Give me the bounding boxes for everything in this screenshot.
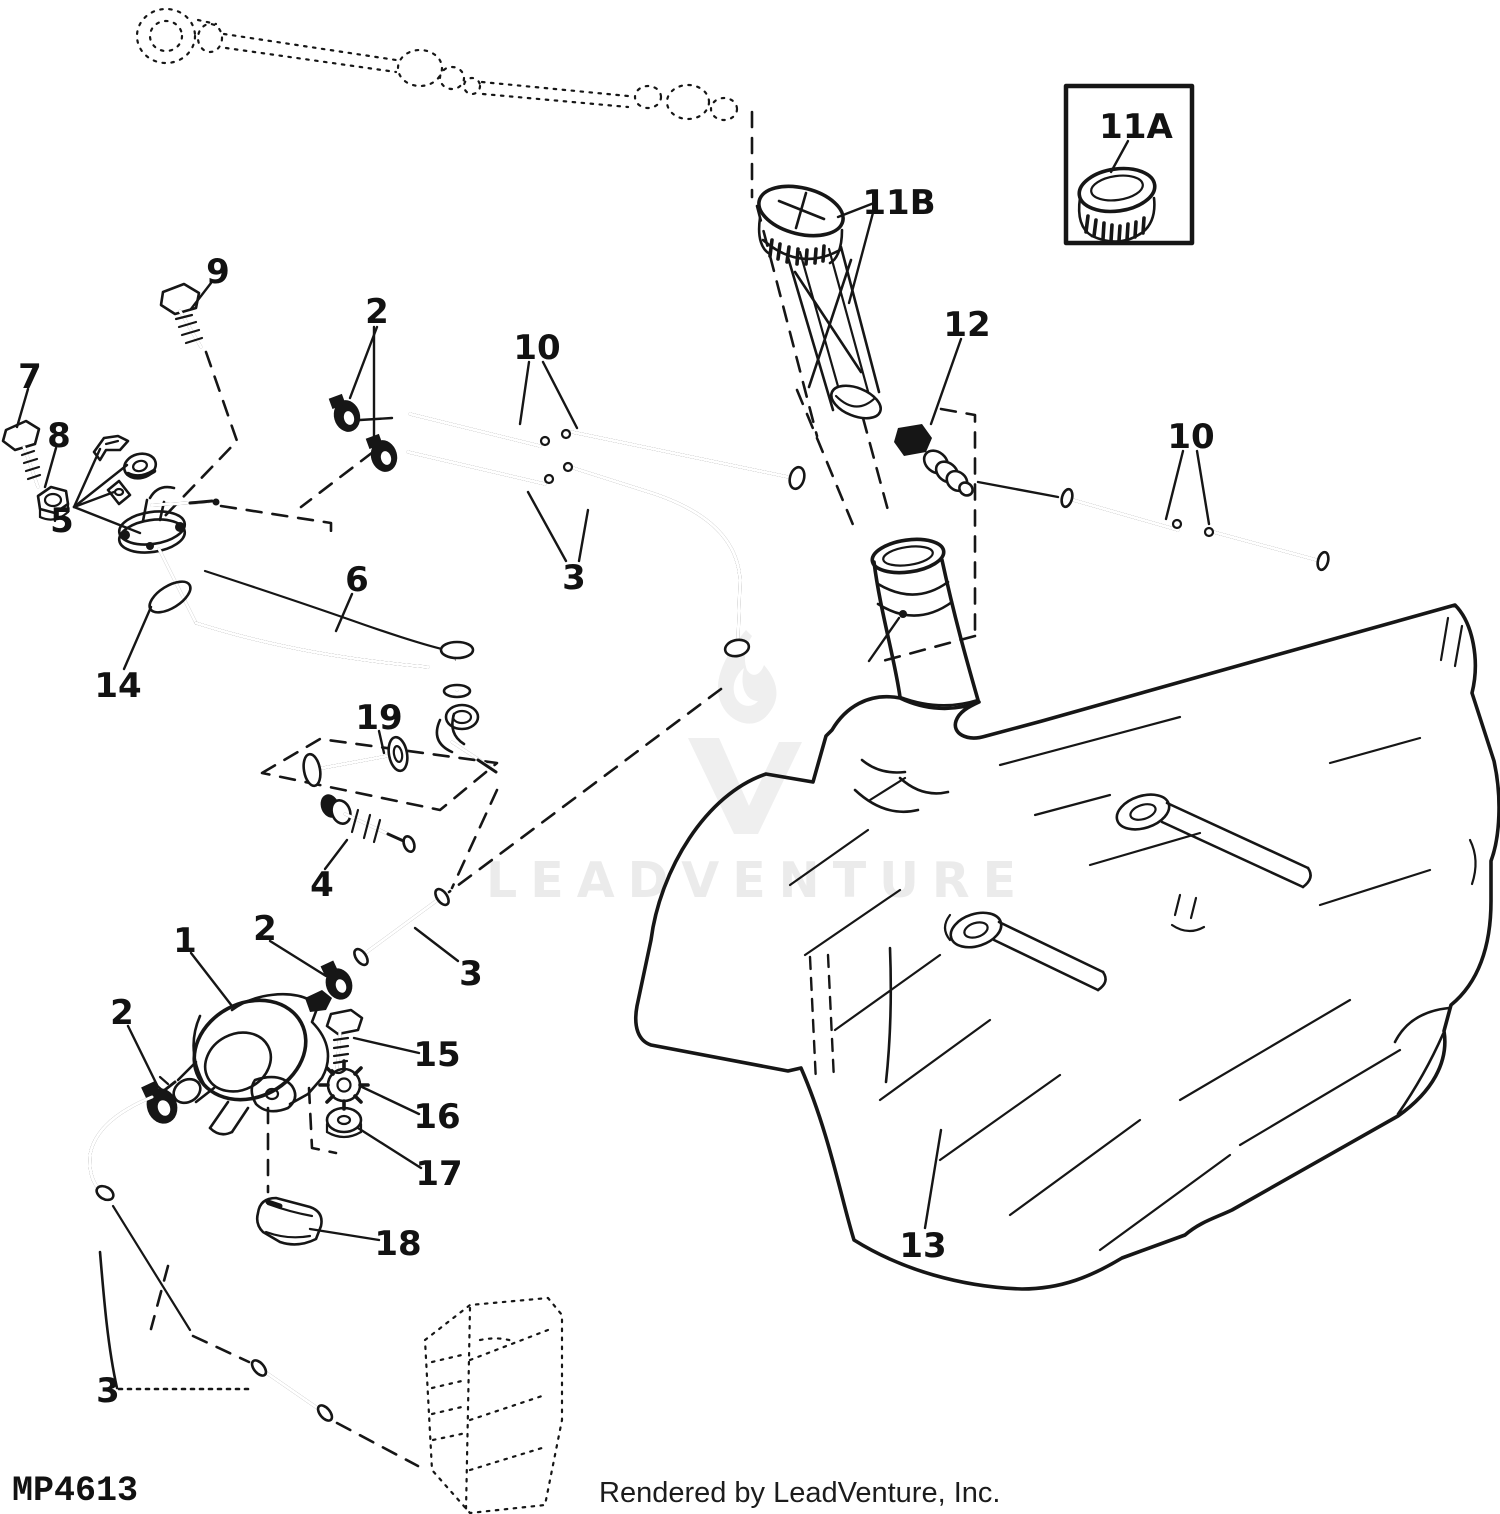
tank-filler-neck	[867, 537, 980, 707]
fuel-filter	[302, 735, 409, 788]
fuel-cap-on-tube	[757, 184, 845, 266]
drawing-code: MP4613	[12, 1471, 138, 1511]
elbow-fitting	[894, 424, 1060, 499]
callout-2-12: 2	[253, 909, 277, 949]
callout-12-22: 12	[943, 305, 990, 345]
inset-box-11a	[1063, 83, 1195, 246]
fuel-tank	[634, 537, 1500, 1291]
diagram-linework	[1, 7, 1500, 1514]
callout-14-8: 14	[94, 666, 141, 706]
callout-3-13: 3	[459, 954, 483, 994]
bolt-9	[159, 282, 204, 349]
short-hose-bottom	[250, 1359, 334, 1422]
callout-19-9: 19	[355, 698, 402, 738]
callout-5-3: 5	[50, 501, 74, 541]
flat-washer-17	[325, 1106, 363, 1139]
fuel-pickup-assembly	[92, 434, 498, 774]
nut-8	[36, 485, 70, 523]
callout-3-19: 3	[96, 1371, 120, 1411]
driveshaft-stipple	[135, 7, 739, 122]
callout-11A-21: 11A	[1099, 107, 1173, 147]
callout-10-5: 10	[513, 328, 560, 368]
callout-4-10: 4	[310, 865, 334, 905]
callout-1-11: 1	[173, 921, 197, 961]
tank-strap-slot-upper	[1115, 793, 1312, 889]
hose-clamp-2b	[365, 433, 398, 472]
clamp-bracket-18	[255, 1196, 323, 1246]
fuel-pump	[150, 990, 332, 1136]
callout-10-23: 10	[1167, 417, 1214, 457]
engine-block-stipple	[423, 1296, 564, 1514]
fuel-cap-11a	[1077, 166, 1157, 243]
callout-3-6: 3	[562, 558, 586, 598]
callout-15-15: 15	[413, 1035, 460, 1075]
callout-18-18: 18	[374, 1224, 421, 1264]
callout-leader-lines	[15, 139, 1211, 1242]
leadventure-watermark: LEADVENTURE	[486, 630, 1029, 909]
callout-16-16: 16	[413, 1097, 460, 1137]
fuel-hoses-right	[1060, 487, 1330, 572]
alignment-dashed-lines	[149, 110, 977, 1468]
callout-11B-20: 11B	[862, 183, 935, 223]
callout-7-1: 7	[18, 357, 42, 397]
filler-tube-assembly	[757, 184, 882, 420]
pump-inlet-hose	[88, 1095, 192, 1390]
watermark-text: LEADVENTURE	[486, 852, 1029, 909]
callout-2-14: 2	[110, 993, 134, 1033]
callout-17-17: 17	[415, 1154, 462, 1194]
fuel-hoses-upper	[406, 412, 806, 658]
bolt-15	[325, 1008, 364, 1075]
credit-line: Rendered by LeadVenture, Inc.	[599, 1477, 1000, 1509]
v-logo-icon	[688, 738, 802, 834]
bolt-7	[1, 419, 42, 489]
check-valve	[320, 794, 416, 854]
callout-13-24: 13	[899, 1226, 946, 1266]
callout-6-7: 6	[345, 560, 369, 600]
star-washer-16	[318, 1059, 370, 1111]
tank-strap-slot-center	[943, 911, 1107, 992]
callout-2-4: 2	[365, 292, 389, 332]
short-hose-at-pump	[353, 887, 450, 967]
callout-9-0: 9	[206, 252, 230, 292]
hose-clamp-2a	[328, 393, 361, 432]
hose-clamp-2c	[320, 960, 353, 1000]
callout-8-2: 8	[47, 416, 71, 456]
